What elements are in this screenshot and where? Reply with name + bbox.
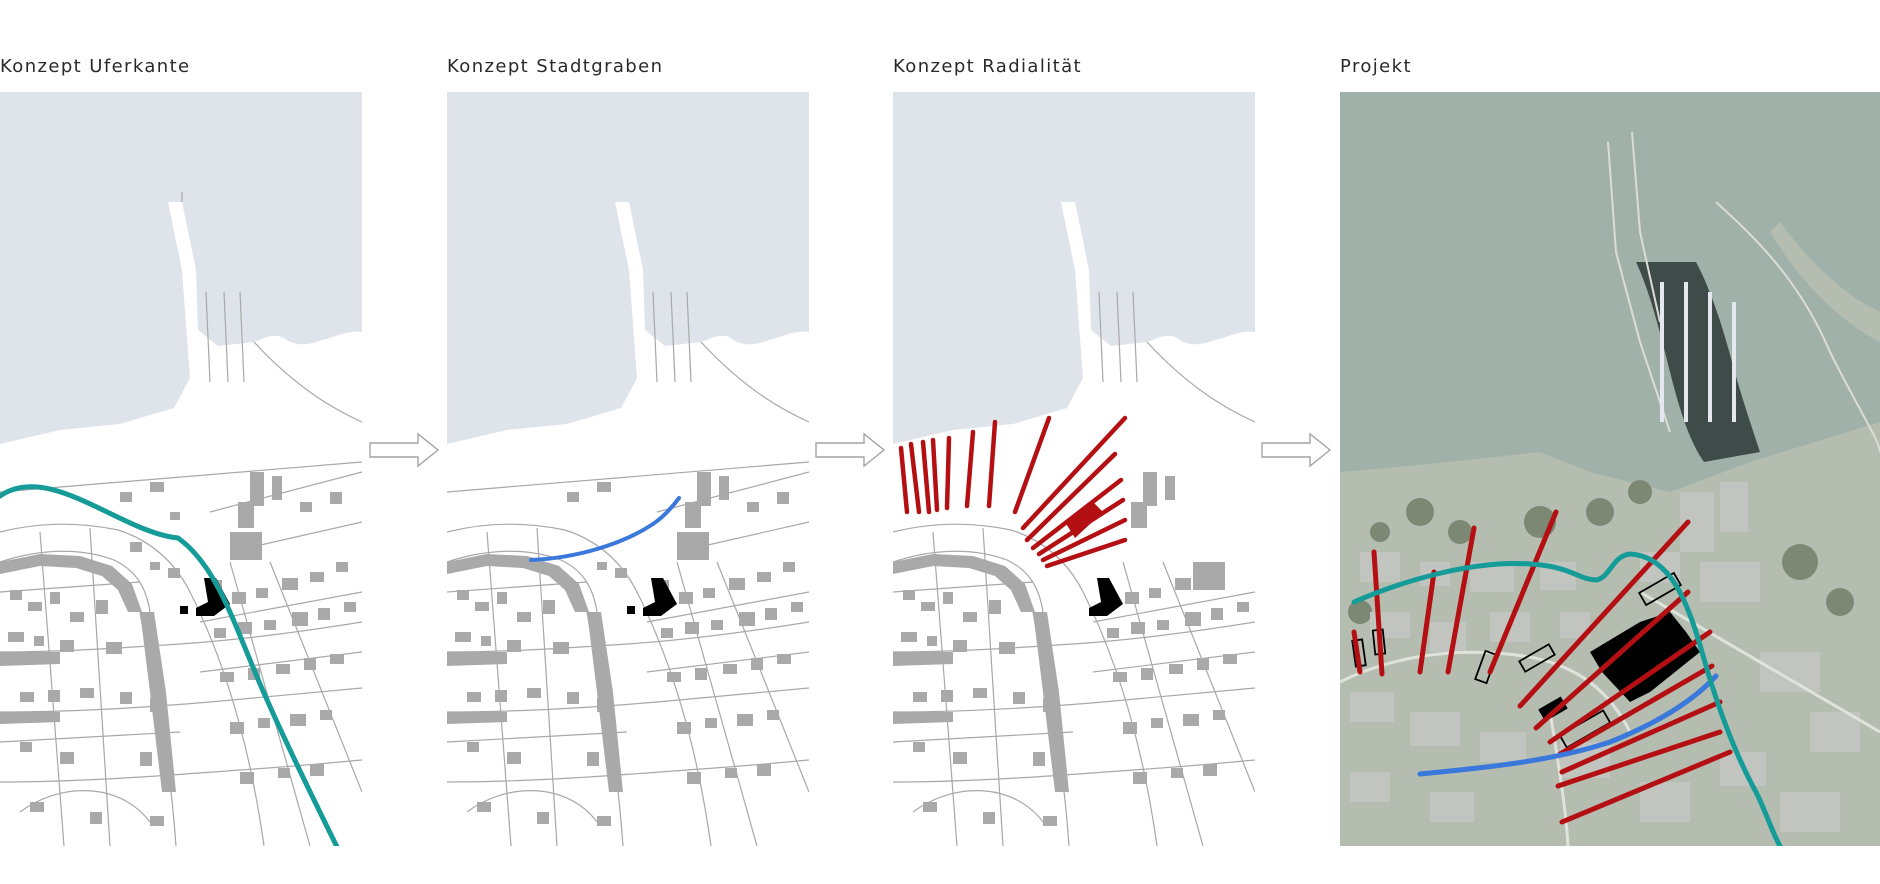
key-building-stadtgraben [643, 578, 677, 616]
blue-moat-line [529, 496, 681, 562]
key-building-uferkante [196, 578, 230, 616]
map-panel-uferkante [0, 92, 362, 846]
map-panel-radialitaet [893, 92, 1255, 846]
lake-area [447, 92, 809, 444]
panel-title-uferkante: Konzept Uferkante [0, 56, 191, 77]
lake-area [0, 92, 362, 444]
panel-title-radialitaet: Konzept Radialität [893, 56, 1083, 77]
projekt-teal-waterfront-line [1351, 551, 1783, 846]
key-building-radialitaet [1089, 578, 1123, 616]
arrow-icon [1261, 432, 1332, 468]
teal-waterfront-line [0, 484, 340, 846]
plan-base [447, 92, 809, 846]
plan-base [893, 92, 1255, 846]
arrow-icon [369, 432, 440, 468]
projekt-red-radial-lines [1351, 509, 1733, 825]
map-panel-stadtgraben [447, 92, 809, 846]
projekt-blue-moat-line [1417, 673, 1719, 777]
aerial-water [1340, 92, 1880, 492]
lake-area [893, 92, 1255, 444]
aerial-base [1340, 92, 1880, 846]
plan-base [0, 92, 362, 846]
panel-title-projekt: Projekt [1340, 56, 1412, 77]
panel-title-stadtgraben: Konzept Stadtgraben [447, 56, 664, 77]
arrow-icon [815, 432, 886, 468]
map-panel-projekt [1340, 92, 1880, 846]
